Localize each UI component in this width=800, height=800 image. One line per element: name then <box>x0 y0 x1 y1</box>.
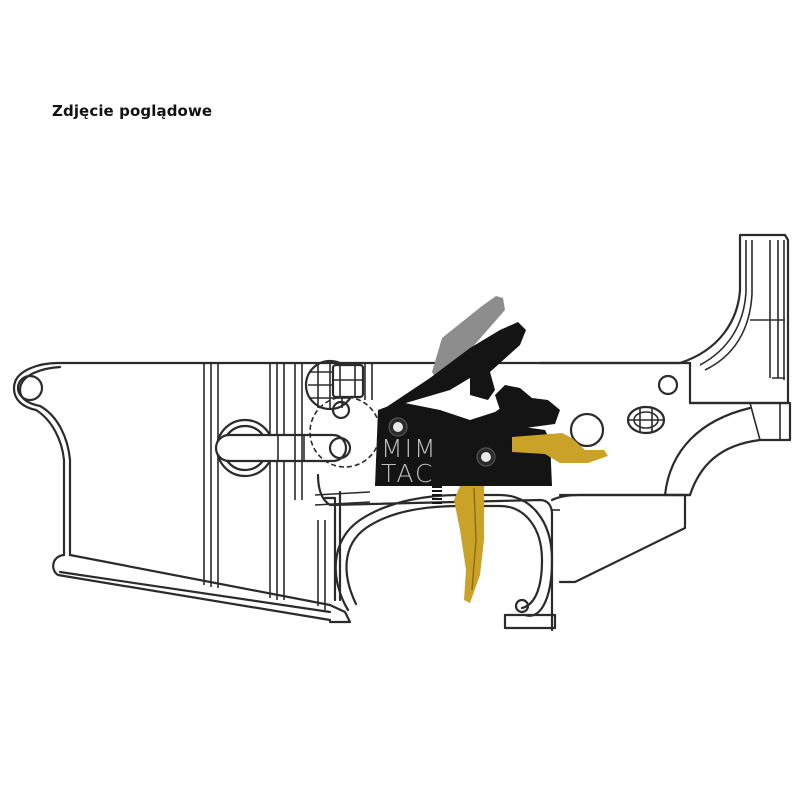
image-caption: Zdjęcie poglądowe <box>52 102 213 120</box>
trigger-tail-gold <box>512 433 608 463</box>
trigger-assembly: MIM TAC <box>375 296 608 603</box>
hammer <box>382 322 526 410</box>
brand-logo-line2: TAC <box>381 459 434 488</box>
disconnector <box>495 385 560 430</box>
buffer-tower <box>538 233 792 584</box>
trigger-shoe-gold <box>454 486 484 603</box>
brand-logo-line1: MIM <box>381 434 438 463</box>
trigger-housing <box>375 402 552 486</box>
trigger-spring <box>432 486 442 504</box>
lower-receiver-outline <box>12 359 692 624</box>
hammer-shadow <box>432 296 505 385</box>
